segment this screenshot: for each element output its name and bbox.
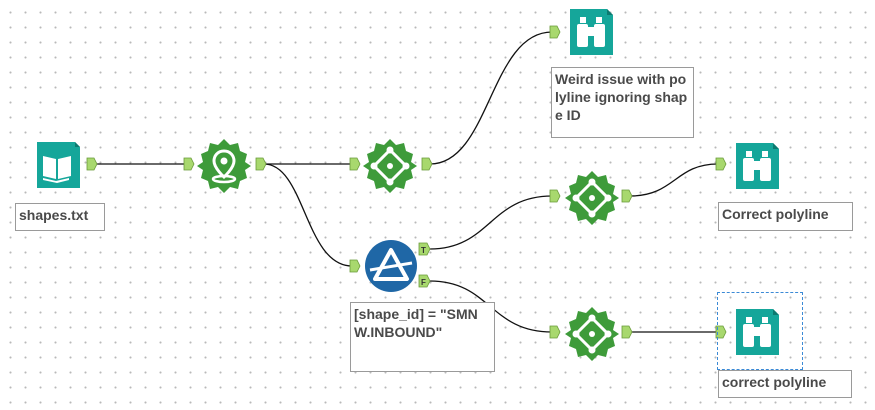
binoculars-icon [736,143,779,189]
true-output-anchor[interactable] [418,242,431,256]
binoculars-icon [736,309,779,355]
polyline-build-icon [565,307,619,361]
browse-annotation[interactable]: correct polyline [718,370,852,398]
false-anchor-label: F [421,278,426,287]
connection-wire[interactable] [429,195,553,250]
output-anchor[interactable] [255,157,267,171]
input-data-tool[interactable] [31,139,83,191]
poly-build-tool[interactable] [362,138,418,194]
false-output-anchor[interactable] [418,274,431,288]
true-anchor-label: T [421,246,426,255]
input-anchor[interactable] [715,157,727,171]
binoculars-icon [570,9,613,55]
output-anchor[interactable] [421,157,433,171]
poly-build-tool[interactable] [564,306,620,362]
filter-annotation[interactable]: [shape_id] = "SMNW.INBOUND" [350,302,495,372]
connection-wire[interactable] [263,163,353,267]
connection-wire[interactable] [629,163,719,197]
input-anchor[interactable] [715,325,727,339]
input-anchor[interactable] [349,157,361,171]
browse-annotation[interactable]: Correct polyline [718,202,853,231]
connection-wire[interactable] [429,31,553,165]
browse-tool-selected[interactable] [717,292,803,370]
filter-tool[interactable] [364,239,418,293]
create-points-tool[interactable] [196,138,252,194]
polyline-build-icon [363,139,417,193]
input-anchor[interactable] [549,189,561,203]
book-icon [37,142,80,188]
input-annotation[interactable]: shapes.txt [15,203,105,231]
input-anchor[interactable] [349,259,361,273]
input-anchor[interactable] [549,25,561,39]
input-anchor[interactable] [549,325,561,339]
output-anchor[interactable] [621,189,633,203]
browse-tool[interactable] [731,140,783,192]
browse-tool[interactable] [565,6,617,58]
input-anchor[interactable] [183,157,195,171]
map-pin-icon [197,139,251,193]
output-anchor[interactable] [621,325,633,339]
poly-build-tool[interactable] [564,170,620,226]
polyline-build-icon [565,171,619,225]
output-anchor[interactable] [86,157,98,171]
filter-triangle-icon [365,240,417,292]
browse-annotation[interactable]: Weird issue with polyline ignoring shape… [551,67,694,138]
